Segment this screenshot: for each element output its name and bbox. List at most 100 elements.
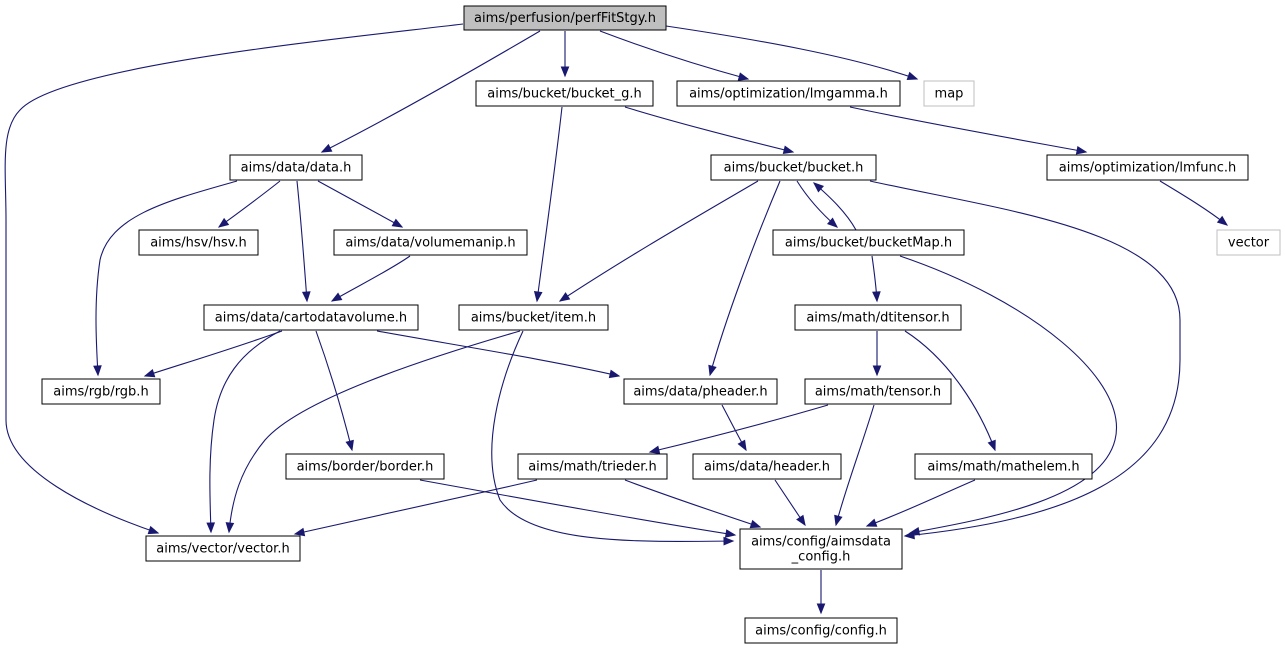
node-vector_ext[interactable]: vector — [1216, 229, 1281, 256]
node-lmfunc[interactable]: aims/optimization/lmfunc.h — [1046, 154, 1249, 181]
edge-bucket-to-pheader — [708, 180, 781, 377]
node-dtitensor[interactable]: aims/math/dtitensor.h — [794, 304, 962, 331]
node-hsv[interactable]: aims/hsv/hsv.h — [138, 229, 259, 256]
node-label: aims/optimization/lmfunc.h — [1059, 161, 1237, 176]
node-label: aims/rgb/rgb.h — [53, 385, 148, 400]
node-box[interactable] — [772, 229, 965, 256]
node-box[interactable] — [744, 617, 898, 644]
edge-line — [331, 255, 411, 302]
node-box[interactable] — [145, 535, 301, 562]
node-border[interactable]: aims/border/border.h — [285, 453, 445, 480]
edge-line — [904, 330, 996, 451]
edge-bucket_g-to-bucket — [624, 106, 795, 154]
edge-arrowhead — [737, 72, 750, 81]
edge-arrowhead — [225, 522, 235, 534]
edge-line — [228, 330, 521, 533]
node-bucket_g[interactable]: aims/bucket/bucket_g.h — [475, 80, 654, 107]
node-mathelem[interactable]: aims/math/mathelem.h — [914, 453, 1093, 480]
node-box[interactable] — [1216, 229, 1281, 256]
node-item[interactable]: aims/bucket/item.h — [458, 304, 609, 331]
edge-arrowhead — [1075, 146, 1088, 155]
edge-arrowhead — [217, 217, 230, 228]
edge-arrowhead — [293, 527, 306, 537]
node-box[interactable] — [203, 304, 419, 331]
edge-line — [649, 404, 829, 453]
node-box[interactable] — [475, 80, 654, 107]
node-box[interactable] — [138, 229, 259, 256]
node-aimsdata_config[interactable]: aims/config/aimsdata_config.h — [739, 528, 903, 570]
node-header[interactable]: aims/data/header.h — [692, 453, 842, 480]
node-perfFitStgy[interactable]: aims/perfusion/perfFitStgy.h — [463, 5, 667, 31]
node-map[interactable]: map — [923, 80, 975, 107]
edge-arrowhead — [816, 603, 826, 615]
edge-arrowhead — [147, 525, 160, 535]
node-box[interactable] — [1046, 154, 1249, 181]
node-box[interactable] — [517, 453, 668, 480]
edge-line — [869, 180, 1181, 537]
edge-arrowhead — [1216, 215, 1229, 226]
node-rgb[interactable]: aims/rgb/rgb.h — [41, 378, 161, 405]
node-label: aims/bucket/bucket.h — [724, 161, 864, 176]
node-box[interactable] — [229, 154, 363, 181]
edge-line — [144, 330, 283, 377]
node-box[interactable] — [333, 229, 528, 256]
node-cartodatavolume[interactable]: aims/data/cartodatavolume.h — [203, 304, 419, 331]
edge-pheader-to-header — [721, 404, 747, 452]
edge-trieder-to-aimsdata_config — [624, 479, 762, 529]
edge-arrowhead — [206, 522, 216, 534]
node-box[interactable] — [692, 453, 842, 480]
node-box[interactable] — [463, 5, 667, 31]
node-label: aims/data/header.h — [704, 460, 830, 475]
edge-line — [624, 106, 794, 153]
edge-arrowhead — [865, 518, 878, 527]
edge-arrowhead — [872, 291, 881, 303]
node-volumemanip[interactable]: aims/data/volumemanip.h — [333, 229, 528, 256]
node-box[interactable] — [710, 154, 877, 181]
edge-trieder-to-vector_h — [293, 479, 538, 537]
node-bucketMap[interactable]: aims/bucket/bucketMap.h — [772, 229, 965, 256]
edge-arrowhead — [301, 291, 311, 303]
node-label: aims/border/border.h — [297, 460, 434, 475]
node-box[interactable] — [285, 453, 445, 480]
node-box[interactable] — [804, 378, 952, 405]
node-box[interactable] — [676, 80, 901, 107]
node-label: aims/math/mathelem.h — [927, 460, 1079, 475]
node-box[interactable] — [623, 378, 778, 405]
node-pheader[interactable]: aims/data/pheader.h — [623, 378, 778, 405]
edge-arrowhead — [708, 364, 717, 377]
node-box[interactable] — [923, 80, 975, 107]
edge-arrowhead — [648, 445, 661, 455]
edge-arrowhead — [782, 145, 795, 154]
node-bucket[interactable]: aims/bucket/bucket.h — [710, 154, 877, 181]
edge-cartodatavolume-to-rgb — [143, 330, 283, 378]
edge-line — [296, 180, 308, 302]
node-box[interactable] — [794, 304, 962, 331]
node-box[interactable] — [914, 453, 1093, 480]
edge-line — [866, 479, 976, 527]
node-trieder[interactable]: aims/math/trieder.h — [517, 453, 668, 480]
node-box[interactable] — [458, 304, 609, 331]
edge-line — [376, 330, 620, 377]
edge-mathelem-to-aimsdata_config — [865, 479, 976, 527]
node-label: aims/bucket/bucket_g.h — [487, 87, 642, 102]
edge-arrowhead — [812, 182, 825, 193]
node-config[interactable]: aims/config/config.h — [744, 617, 898, 644]
node-tensor[interactable]: aims/math/tensor.h — [804, 378, 952, 405]
edge-arrowhead — [330, 292, 343, 302]
edge-perfFitStgy-to-data — [320, 30, 541, 153]
node-box[interactable] — [41, 378, 161, 405]
node-label: aims/perfusion/perfFitStgy.h — [474, 11, 656, 26]
edge-line — [559, 180, 759, 302]
node-vector_h[interactable]: aims/vector/vector.h — [145, 535, 301, 562]
node-label: aims/config/config.h — [755, 624, 887, 639]
edge-aimsdata_config-to-config — [816, 570, 826, 615]
edge-arrowhead — [558, 292, 571, 302]
node-data[interactable]: aims/data/data.h — [229, 154, 363, 181]
node-box[interactable] — [739, 528, 903, 570]
edge-dtitensor-to-mathelem — [904, 330, 996, 452]
edge-line — [95, 180, 238, 376]
edge-arrowhead — [737, 439, 747, 452]
edge-line — [899, 255, 1117, 534]
node-lmgamma[interactable]: aims/optimization/lmgamma.h — [676, 80, 901, 107]
